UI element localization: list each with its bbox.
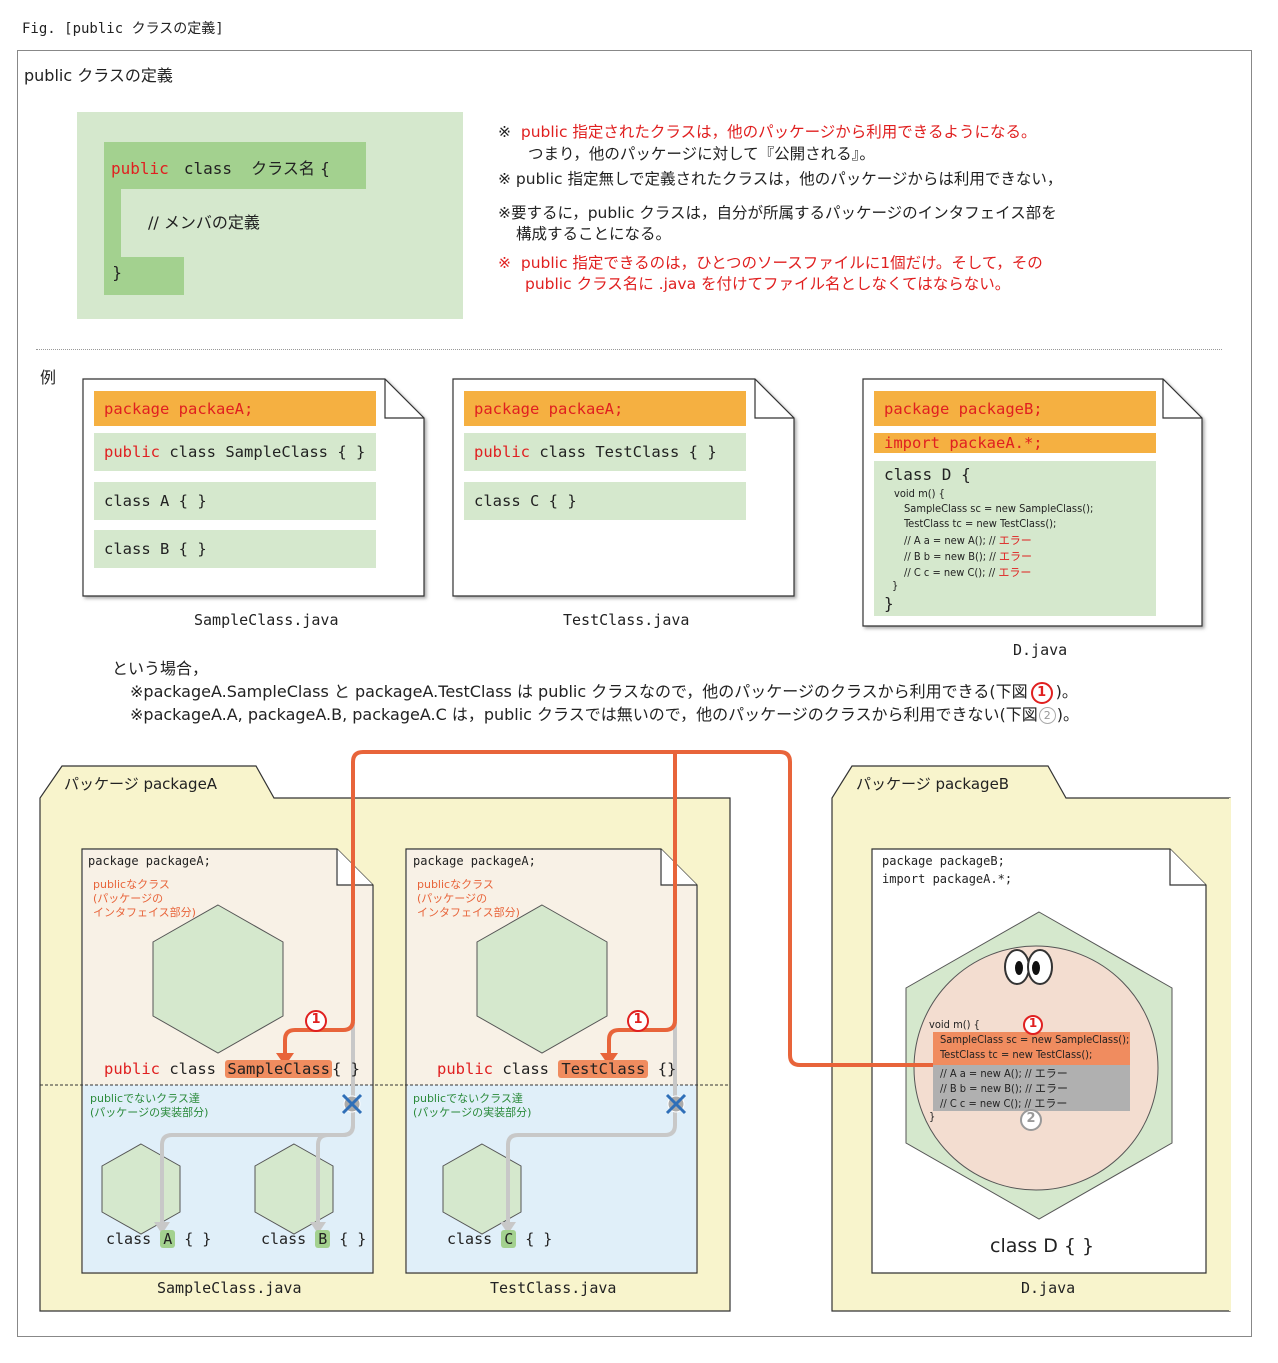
testclass-highlight: TestClass <box>558 1060 649 1078</box>
b-method-line: void m() { <box>929 1018 980 1031</box>
mark-2-d-icon <box>1020 1109 1042 1131</box>
a1-filename: SampleClass.java <box>157 1279 302 1297</box>
syntax-class-name: クラス名 { <box>251 159 331 178</box>
sampleclass-hexagon <box>152 904 284 1054</box>
b-line-2: TestClass tc = new TestClass(); <box>940 1048 1093 1061</box>
syntax-footer-bar <box>104 257 184 295</box>
note-3: ※要するに，public クラスは，自分が所属するパッケージのインタフェイス部を <box>498 203 1057 222</box>
b-line-3: // A a = new A(); // エラー <box>940 1067 1068 1080</box>
syntax-declaration: public class クラス名 { <box>111 155 330 179</box>
note-4: ※ public 指定できるのは，ひとつのソースファイルに1個だけ。そして，その <box>498 253 1043 272</box>
d-class-line: class D { <box>884 465 971 484</box>
mark-2-icon: 2 <box>1038 707 1056 724</box>
notes-block: ※ public 指定されたクラスは，他のパッケージから利用できるようになる。 … <box>498 122 1062 296</box>
d-import-line: import packaeA.*; <box>874 433 1156 453</box>
a1-package-line: package packageA; <box>88 854 211 868</box>
a2-filename: TestClass.java <box>490 1279 617 1297</box>
sample-filename: SampleClass.java <box>194 611 339 629</box>
class-d-label: class D { } <box>990 1235 1095 1257</box>
b-import-line: import packageA.*; <box>882 872 1013 886</box>
mark-1-d-icon <box>1023 1015 1043 1035</box>
d-close-method: } <box>892 579 899 592</box>
b-line-4: // B b = new B(); // エラー <box>940 1082 1069 1095</box>
test-class-c-line: class C { } <box>464 482 746 520</box>
mark-1-test-label: 1 <box>633 1012 643 1027</box>
d-line-1: SampleClass sc = new SampleClass(); <box>904 502 1094 515</box>
note-3-line2: 構成することになる。 <box>516 225 672 243</box>
a2-public-note: publicなクラス (パッケージの インタフェイス部分) <box>417 878 520 919</box>
sample-class-b-line: class B { } <box>94 530 376 568</box>
sampleclass-highlight: SampleClass <box>225 1060 333 1078</box>
note-2: ※ public 指定無しで定義されたクラスは，他のパッケージからは利用できない… <box>498 170 1063 188</box>
d-class-body <box>874 461 1156 616</box>
a2-public-class-decl: public class TestClass {} <box>437 1060 677 1078</box>
syntax-class-keyword: class <box>183 159 233 178</box>
blocked-marker-1-icon <box>341 1093 363 1115</box>
class-b-decl: class B { } <box>261 1230 367 1248</box>
syntax-close-brace: } <box>112 263 123 282</box>
d-method-line: void m() { <box>894 487 945 500</box>
test-public-class-line: public class TestClass { } <box>464 433 746 471</box>
mark-1-icon: 1 <box>1030 681 1053 704</box>
class-a-decl: class A { } <box>106 1230 212 1248</box>
a2-package-line: package packageA; <box>413 854 536 868</box>
class-b-hexagon <box>254 1143 334 1235</box>
explanation-line-public: ※packageA.SampleClass と packageA.TestCla… <box>130 678 1078 704</box>
explanation-line-nonpublic: ※packageA.A, packageA.B, packageA.C は，pu… <box>130 705 1079 724</box>
mark-1-sample-icon <box>305 1010 327 1032</box>
b-package-line: package packageB; <box>882 854 1005 868</box>
section-title: public クラスの定義 <box>24 66 173 85</box>
syntax-member-comment: // メンバの定義 <box>148 213 260 232</box>
a2-nonpublic-note: publicでないクラス達 (パッケージの実装部分) <box>413 1092 532 1119</box>
d-filename: D.java <box>1013 641 1068 659</box>
test-package-line: package packaeA; <box>464 391 746 426</box>
mark-2-d-label: 2 <box>1026 1111 1036 1126</box>
note-1: ※ public 指定されたクラスは，他のパッケージから利用できるようになる。 <box>498 123 1037 141</box>
mark-1-test-icon <box>627 1010 649 1032</box>
d-package-line: package packageB; <box>874 391 1156 426</box>
sample-class-a-line: class A { } <box>94 482 376 520</box>
note-4-line2: public クラス名に .java を付けてファイル名としなくてはならない。 <box>525 275 1011 293</box>
a1-nonpublic-note: publicでないクラス達 (パッケージの実装部分) <box>90 1092 209 1119</box>
b-filename: D.java <box>1021 1279 1076 1297</box>
class-c-hexagon <box>442 1143 522 1235</box>
d-line-5: // C c = new C(); // エラー <box>904 566 1032 579</box>
b-line-5: // C c = new C(); // エラー <box>940 1097 1068 1110</box>
a1-public-note: publicなクラス (パッケージの インタフェイス部分) <box>93 878 196 919</box>
syntax-side-bar <box>104 189 121 257</box>
d-close-class: } <box>884 594 894 613</box>
sample-package-line: package packaeA; <box>94 391 376 426</box>
package-a-label: パッケージ packageA <box>64 775 218 793</box>
syntax-header-bar <box>104 142 366 189</box>
section-divider <box>36 349 1222 350</box>
a1-public-class-decl: public class SampleClass{ } <box>104 1060 361 1078</box>
syntax-public-keyword: public <box>111 159 169 178</box>
mark-1-sample-label: 1 <box>311 1012 321 1027</box>
package-b-label: パッケージ packageB <box>856 775 1010 793</box>
test-filename: TestClass.java <box>563 611 690 629</box>
class-c-decl: class C { } <box>447 1230 553 1248</box>
b-line-1: SampleClass sc = new SampleClass(); <box>940 1033 1130 1046</box>
mark-1-d-label: 1 <box>1028 1016 1038 1030</box>
blocked-marker-2-icon <box>665 1093 687 1115</box>
d-line-3: // A a = new A(); // エラー <box>904 534 1032 547</box>
explanation-intro: という場合， <box>112 659 209 678</box>
sample-public-class-line: public class SampleClass { } <box>94 433 376 471</box>
d-line-4: // B b = new B(); // エラー <box>904 550 1033 563</box>
b-close-method: } <box>929 1110 936 1123</box>
testclass-hexagon <box>476 904 608 1054</box>
note-1-line2: つまり，他のパッケージに対して『公開される』。 <box>528 144 875 163</box>
d-line-2: TestClass tc = new TestClass(); <box>904 517 1057 530</box>
right-eye-icon <box>1027 949 1053 985</box>
example-label: 例 <box>40 368 57 387</box>
figure-frame <box>17 50 1252 1337</box>
figure-caption: Fig. [public クラスの定義] <box>22 21 224 37</box>
